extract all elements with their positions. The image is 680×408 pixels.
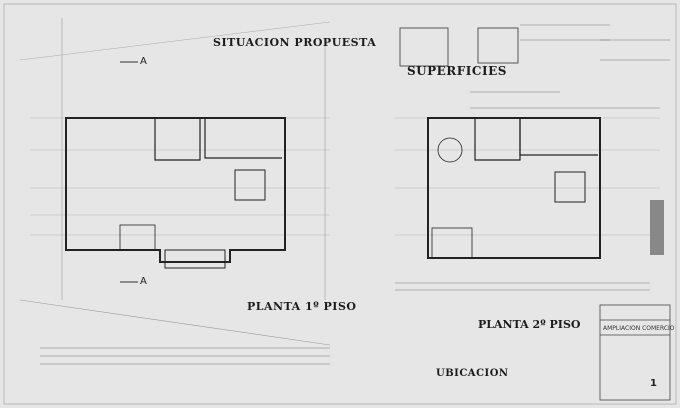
ubicacion-title: UBICACION: [436, 368, 509, 379]
planta-2-title: PLANTA 2º PISO: [478, 318, 581, 331]
planta-2-plan: [427, 117, 601, 259]
section-mark-bottom: A: [140, 276, 147, 287]
planta-1-title: PLANTA 1º PISO: [247, 300, 357, 313]
title-block: [599, 200, 671, 401]
planta-1-plan: [65, 117, 286, 269]
section-mark-top: A: [140, 56, 147, 67]
situacion-propuesta-title: SITUACION PROPUESTA: [213, 36, 377, 49]
sheet-number: 1: [650, 378, 657, 389]
title-block-project: AMPLIACION COMERCIO: [603, 325, 675, 332]
superficies-title: SUPERFICIES: [407, 64, 507, 78]
